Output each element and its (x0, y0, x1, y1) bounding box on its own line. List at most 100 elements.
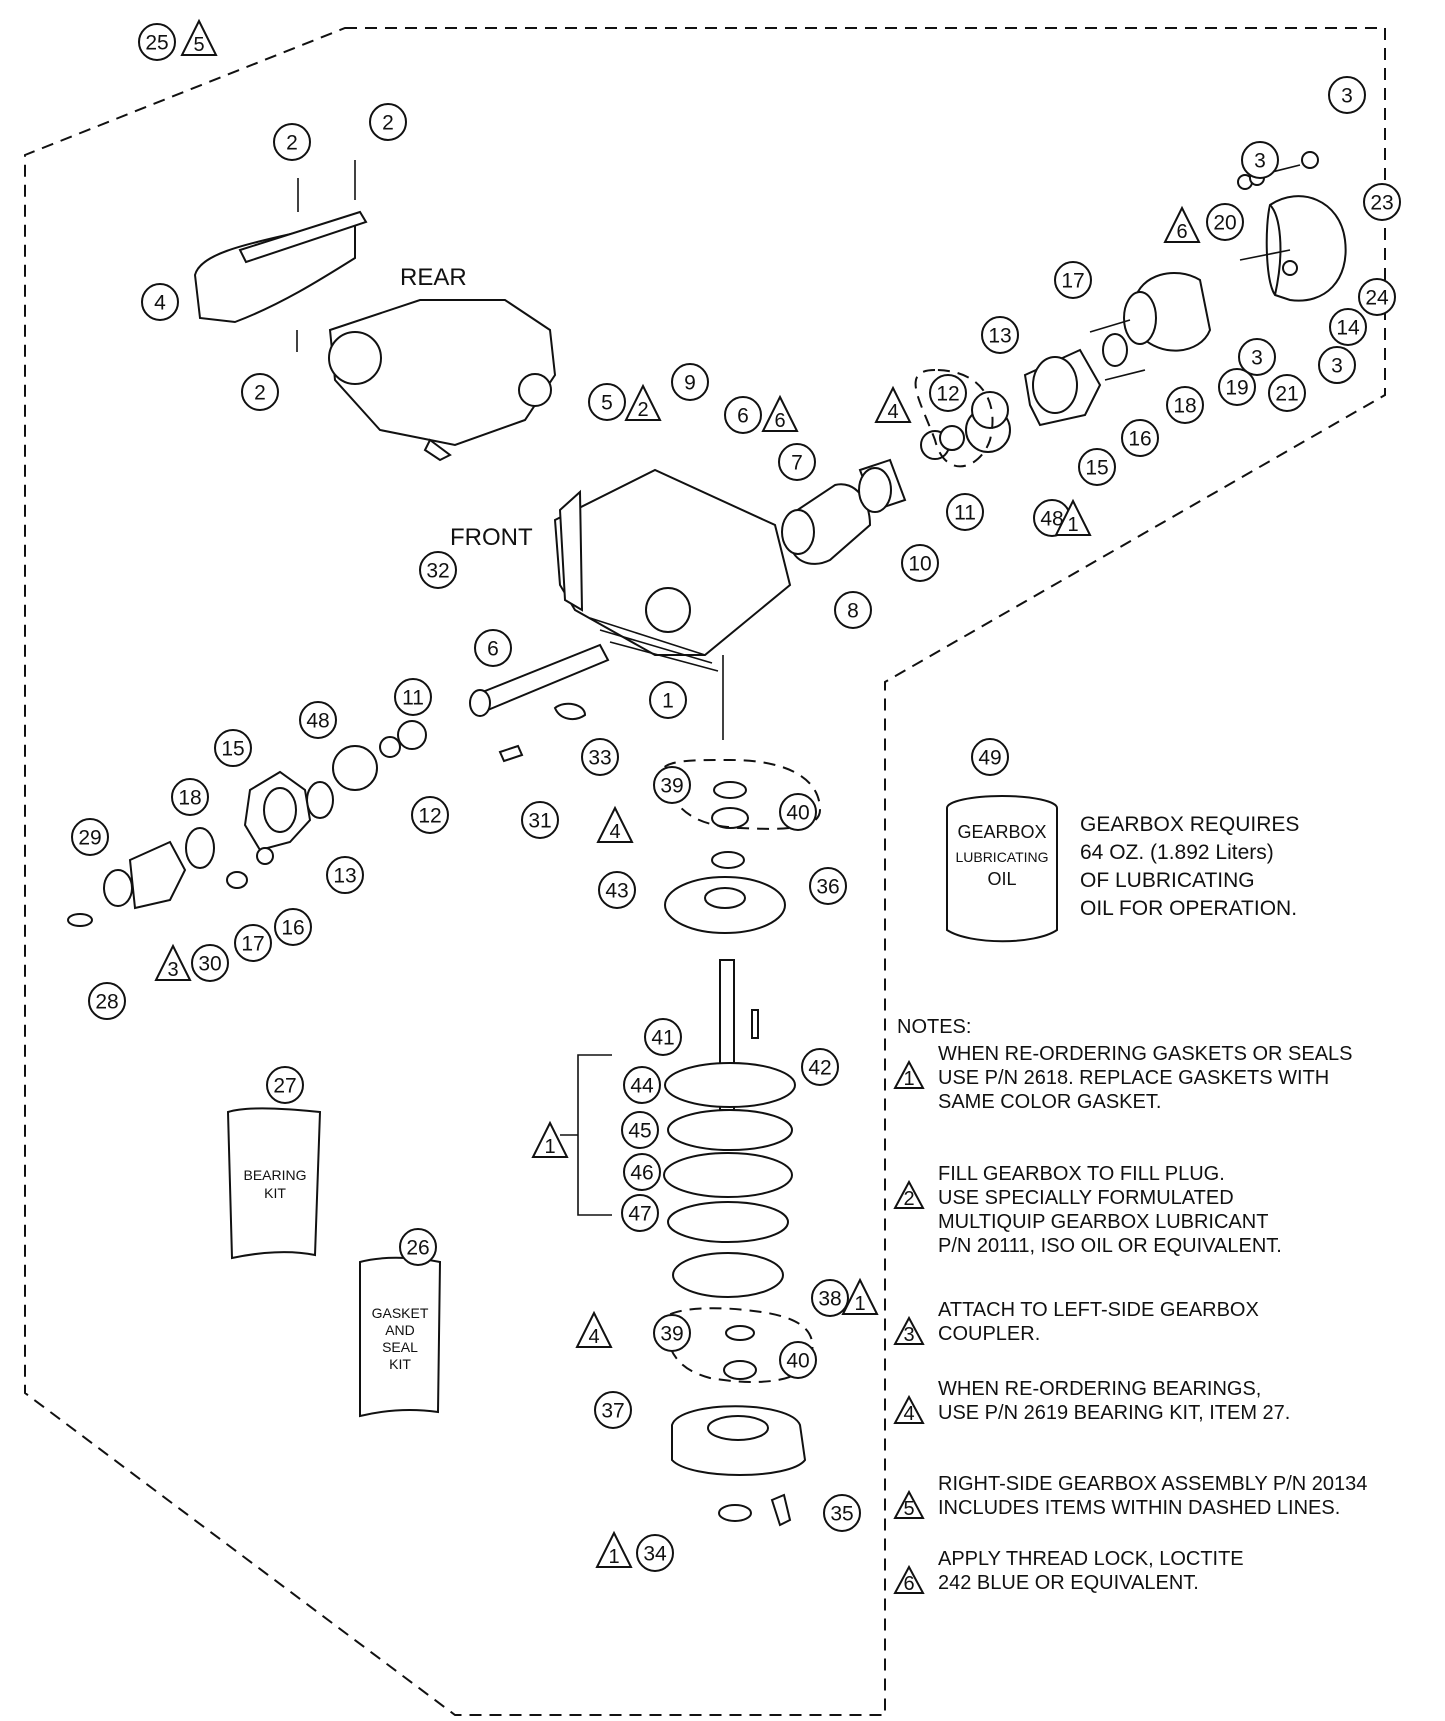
callout-circle (1318, 346, 1356, 384)
callout-6: 6 (724, 396, 762, 434)
note-text: APPLY THREAD LOCK, LOCTITE 242 BLUE OR E… (938, 1548, 1244, 1594)
callout-41: 41 (644, 1018, 682, 1056)
callout-number: 3 (1331, 355, 1343, 378)
callout-circle (653, 1314, 691, 1352)
note-marker-6: 6 (1163, 205, 1201, 243)
callout-number: 5 (601, 392, 613, 415)
callout-number: 46 (630, 1162, 653, 1185)
note-triangle (154, 943, 192, 981)
callout-circle (636, 1534, 674, 1572)
rear-label: REAR (400, 264, 467, 291)
left-coupler (67, 827, 274, 927)
callout-circle (811, 1279, 849, 1317)
callout-circle (369, 103, 407, 141)
callout-circle (394, 678, 432, 716)
callout-circle (801, 1048, 839, 1086)
callout-circle (1268, 374, 1306, 412)
callout-circle (724, 396, 762, 434)
callout-1: 1 (649, 681, 687, 719)
callout-circle (779, 793, 817, 831)
callout-number: 13 (333, 865, 356, 888)
callout-14: 14 (1329, 308, 1367, 346)
callout-33: 33 (581, 738, 619, 776)
callout-39: 39 (653, 1314, 691, 1352)
callout-4: 4 (141, 283, 179, 321)
callout-circle (581, 738, 619, 776)
callout-27: 27 (266, 1066, 304, 1104)
note-triangle-number: 2 (637, 399, 648, 421)
callout-circle (971, 738, 1009, 776)
callout-circle (191, 944, 229, 982)
callout-11: 11 (946, 493, 984, 531)
callout-2: 2 (369, 103, 407, 141)
callout-45: 45 (621, 1111, 659, 1149)
right-hardware (1089, 151, 1319, 381)
callout-circle (644, 1018, 682, 1056)
callout-circle (399, 1228, 437, 1266)
note-triangle-number: 4 (887, 401, 898, 423)
callout-26: 26 (399, 1228, 437, 1266)
note-text: WHEN RE-ORDERING BEARINGS, USE P/N 2619 … (938, 1378, 1291, 1424)
callout-18: 18 (1166, 386, 1204, 424)
callout-number: 17 (1061, 270, 1084, 293)
note-marker-5: 5 (180, 18, 218, 56)
callout-circle (778, 443, 816, 481)
callout-number: 6 (737, 405, 749, 428)
callout-number: 19 (1225, 377, 1248, 400)
gasket-kit-label-line3: SEAL (382, 1339, 418, 1355)
callout-circle (419, 551, 457, 589)
note-marker-6: 6 (761, 394, 799, 432)
note-marker-icon: 1 (893, 1060, 925, 1090)
note-marker-icon: 4 (893, 1395, 925, 1425)
note-triangle (841, 1277, 879, 1315)
callout-46: 46 (623, 1153, 661, 1191)
callout-circle (1078, 448, 1116, 486)
callout-circle (823, 1494, 861, 1532)
note-text: FILL GEARBOX TO FILL PLUG. USE SPECIALLY… (938, 1163, 1282, 1257)
note-triangle (874, 385, 912, 423)
note-marker-icon: 6 (893, 1565, 925, 1595)
callout-16: 16 (1121, 419, 1159, 457)
note-marker-4: 4 (596, 805, 634, 843)
callout-circle (411, 796, 449, 834)
callout-circle (1206, 203, 1244, 241)
note-triangle (596, 805, 634, 843)
callout-16: 16 (274, 908, 312, 946)
note-triangle-number: 1 (1067, 514, 1078, 536)
callout-2: 2 (273, 123, 311, 161)
callout-number: 31 (528, 810, 551, 833)
callout-35: 35 (823, 1494, 861, 1532)
gasket-kit-label-line4: KIT (389, 1356, 411, 1372)
callout-48: 48 (299, 701, 337, 739)
callout-circle (1218, 368, 1256, 406)
callout-36: 36 (809, 867, 847, 905)
callout-number: 40 (786, 1350, 809, 1373)
callout-number: 33 (588, 747, 611, 770)
callout-number: 14 (1336, 317, 1360, 340)
note-marker-number: 3 (903, 1324, 914, 1346)
bearing-group-lower (661, 1307, 814, 1383)
callout-circle (929, 374, 967, 412)
callout-7: 7 (778, 443, 816, 481)
callout-circle (1328, 76, 1366, 114)
callout-31: 31 (521, 801, 559, 839)
gearbox-housing (553, 468, 792, 740)
front-label: FRONT (450, 524, 533, 551)
callout-circle (653, 766, 691, 804)
note-triangle-number: 1 (544, 1136, 555, 1158)
callout-number: 6 (487, 638, 499, 661)
callout-21: 21 (1268, 374, 1306, 412)
callout-42: 42 (801, 1048, 839, 1086)
callout-number: 32 (426, 560, 449, 583)
callout-circle (621, 1194, 659, 1232)
bearing-sleeve (858, 458, 907, 513)
callout-circle (141, 283, 179, 321)
callout-number: 4 (154, 292, 166, 315)
callout-number: 20 (1213, 212, 1236, 235)
callout-number: 12 (936, 383, 959, 406)
callout-30: 30 (191, 944, 229, 982)
belt-guard (1265, 195, 1347, 302)
callout-circle (671, 363, 709, 401)
callout-number: 3 (1254, 150, 1266, 173)
